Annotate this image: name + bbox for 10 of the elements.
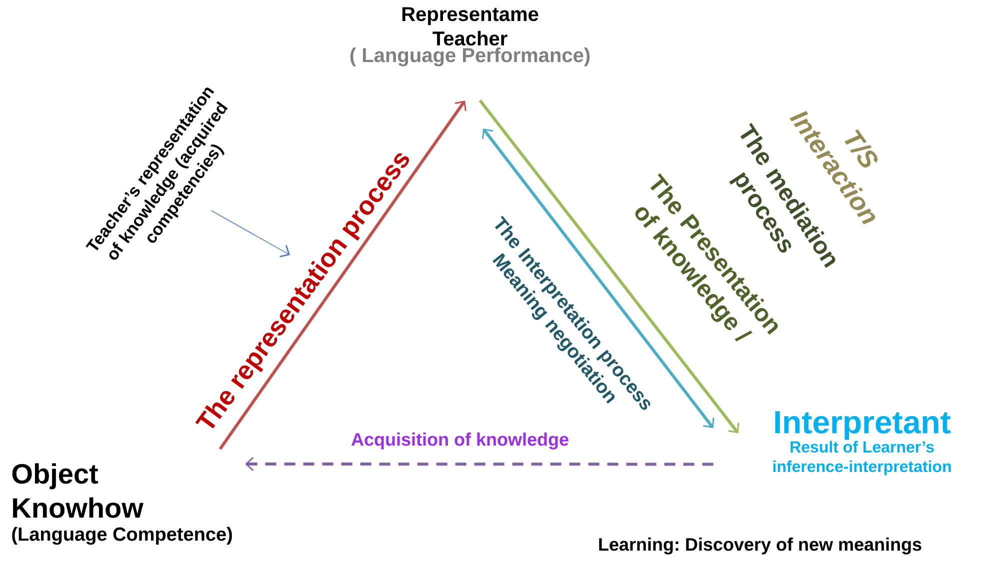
arrow <box>218 100 466 450</box>
leader-arrow <box>210 210 290 258</box>
vertex-label: Representame Teacher ( Language Performance) <box>350 7 590 66</box>
edge-label: Acquisition of knowledge <box>351 432 568 450</box>
note-text: Learning: Discovery of new meanings <box>599 538 922 554</box>
arrow <box>478 100 740 434</box>
arrow <box>245 456 714 472</box>
vertex-label: Interpretant Result of Learner’s inference-interpretation <box>773 411 951 476</box>
arrow <box>482 128 714 428</box>
vertex-label: Object Knowhow (Language Competence) <box>12 463 232 545</box>
